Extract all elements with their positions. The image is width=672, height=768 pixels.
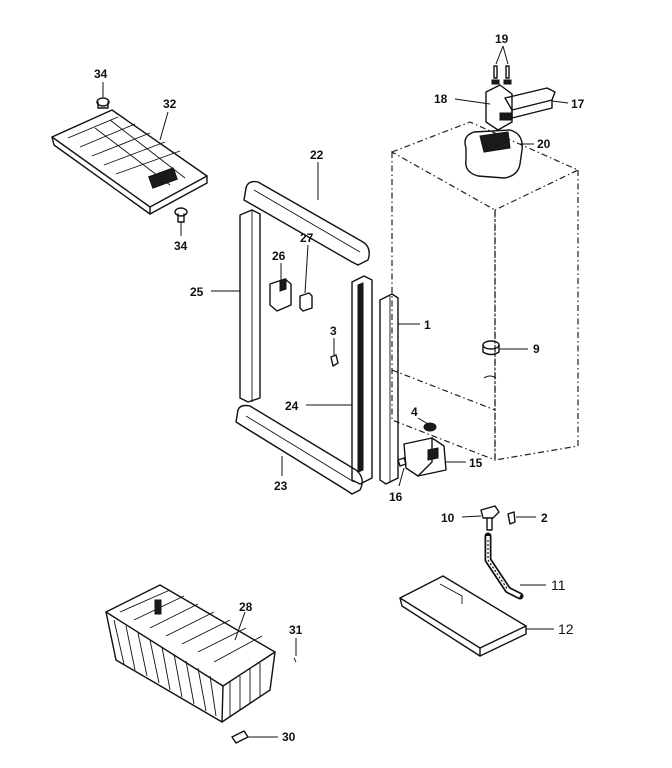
callout-11: 11 [551, 577, 566, 593]
part-2-screw[interactable] [507, 511, 516, 525]
callout-15: 15 [469, 456, 483, 470]
part-1-strip[interactable] [379, 293, 399, 485]
callout-27: 27 [300, 231, 314, 245]
part-15-bottom-hinge[interactable] [403, 437, 447, 477]
part-11-drain-tube[interactable] [484, 532, 524, 600]
part-25-left-gasket[interactable] [239, 209, 261, 403]
callout-19: 19 [495, 32, 509, 46]
part-19-screw-left[interactable] [491, 65, 500, 85]
part-34-screw-top[interactable] [96, 97, 110, 109]
part-10-leveler[interactable] [480, 505, 500, 531]
callout-4: 4 [411, 405, 418, 419]
callout-9: 9 [533, 342, 540, 356]
part-30-clip[interactable] [231, 730, 249, 744]
callout-24: 24 [285, 399, 299, 413]
part-34-screw-bottom[interactable] [174, 207, 188, 223]
part-23-bottom-gasket[interactable] [235, 404, 363, 495]
callout-28: 28 [239, 600, 253, 614]
callout-1: 1 [424, 318, 431, 332]
callout-26: 26 [272, 249, 286, 263]
callout-12: 12 [558, 621, 574, 637]
part-20-hinge-cover[interactable] [464, 129, 523, 179]
callout-2: 2 [541, 511, 548, 525]
part-26-clip[interactable] [269, 278, 292, 312]
callout-16: 16 [389, 490, 403, 504]
part-16-screw[interactable] [397, 457, 407, 467]
callout-22: 22 [310, 148, 324, 162]
part-12-drain-pan[interactable] [399, 575, 527, 657]
callout-3: 3 [330, 324, 337, 338]
part-19-screw-right[interactable] [503, 65, 512, 85]
callout-10: 10 [441, 511, 455, 525]
cabinet-outline [391, 121, 580, 461]
leader-lines [102, 45, 569, 738]
part-27-pad[interactable] [299, 292, 313, 312]
callout-17: 17 [571, 97, 585, 111]
part-4-bushing[interactable] [423, 422, 437, 432]
callout-32: 32 [163, 97, 177, 111]
callout-34: 34 [174, 239, 188, 253]
part-28-basket[interactable] [105, 584, 276, 723]
part-3-screw[interactable] [330, 354, 339, 367]
callout-18: 18 [434, 92, 448, 106]
part-9-plug[interactable] [482, 340, 500, 356]
part-22-top-gasket[interactable] [243, 180, 370, 266]
callout-20: 20 [537, 137, 551, 151]
part-24-right-gasket[interactable] [351, 275, 373, 485]
callout-31: 31 [289, 623, 303, 637]
callout-30: 30 [282, 730, 296, 744]
part-32-top-panel[interactable] [51, 109, 208, 215]
callout-23: 23 [274, 479, 288, 493]
callout-25: 25 [190, 285, 204, 299]
callout-34: 34 [94, 67, 108, 81]
part-18-hinge-bracket[interactable] [485, 84, 513, 131]
part-31-clip[interactable] [293, 657, 297, 663]
callout-labels: 34 32 34 22 19 18 17 20 26 27 25 3 1 9 2… [94, 32, 585, 744]
